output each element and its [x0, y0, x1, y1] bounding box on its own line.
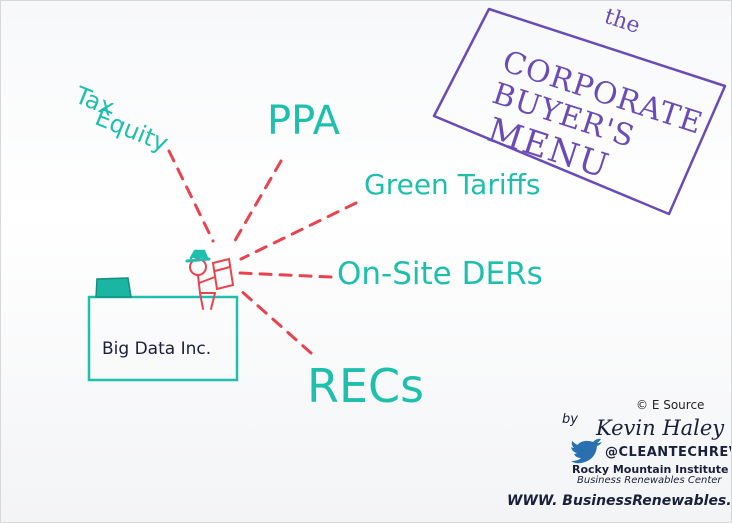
option-recs-label: RECs — [307, 359, 425, 413]
line-ppa — [231, 159, 283, 246]
line-recs — [237, 287, 313, 355]
connector-lines — [167, 149, 358, 355]
company-desk — [87, 295, 239, 382]
signature-by: by — [562, 412, 578, 427]
line-onsite-ders — [237, 271, 333, 279]
option-onsite-ders-label: On-Site DERs — [337, 256, 543, 292]
signature-handle: @CLEANTECHREV — [605, 445, 732, 460]
company-name: Big Data Inc. — [102, 339, 212, 359]
option-green-tariffs-label: Green Tariffs — [364, 168, 541, 201]
line-green-tariffs — [239, 201, 358, 261]
stick-figure — [185, 249, 235, 310]
signature-org-line1: Rocky Mountain Institute — [572, 463, 729, 476]
signature-name: Kevin Haley — [596, 416, 725, 440]
option-ppa-label: PPA — [267, 98, 341, 144]
monitor — [95, 277, 132, 298]
signature-website: WWW. BusinessRenewables.Org — [507, 493, 732, 509]
twitter-bird-icon — [571, 438, 602, 464]
menu-box — [432, 7, 727, 216]
line-tax-equity — [167, 149, 215, 243]
copyright-credit: © E Source — [636, 398, 705, 412]
signature-org-line2: Business Renewables Center — [577, 475, 722, 486]
